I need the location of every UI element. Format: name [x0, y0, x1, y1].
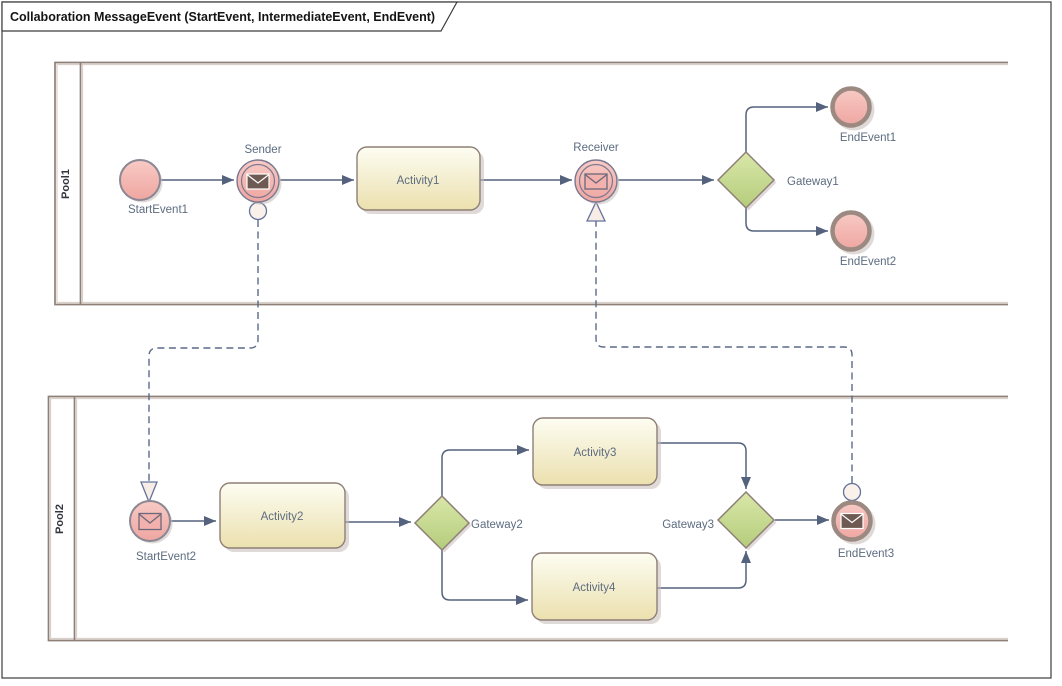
activity-3-node[interactable]: Activity3	[532, 417, 661, 489]
flow-activity3-gateway3[interactable]	[657, 442, 751, 489]
message-source-circle-icon	[842, 482, 862, 502]
end-event-3-label: EndEvent3	[838, 548, 894, 560]
flow-gateway1-endevent2[interactable]	[745, 208, 828, 236]
activity-4-node[interactable]: Activity4	[531, 552, 661, 624]
gateway-3-node[interactable]: Gateway3	[662, 490, 777, 551]
message-flow-endevent3-receiver[interactable]	[585, 200, 862, 502]
message-envelope-outline-icon	[138, 512, 162, 531]
gateway-2-node[interactable]: Gateway2	[413, 494, 523, 553]
gateway-2-label: Gateway2	[471, 519, 523, 531]
flow-gateway2-activity3[interactable]	[441, 445, 529, 496]
message-envelope-filled-icon	[246, 173, 270, 190]
activity-4-label: Activity4	[573, 582, 616, 594]
end-event-3-node[interactable]: EndEvent3	[831, 500, 895, 561]
activity-2-label: Activity2	[261, 511, 304, 523]
start-event-1-label: StartEvent1	[128, 204, 188, 216]
start-event-2-node[interactable]: StartEvent2	[129, 500, 196, 563]
diagram-frame	[1, 1, 1052, 679]
pool1-label: Pool1	[60, 169, 72, 199]
message-envelope-filled-icon	[840, 512, 864, 530]
gateway-3-label: Gateway3	[662, 519, 714, 531]
activity-1-node[interactable]: Activity1	[356, 146, 484, 214]
message-source-circle-icon	[248, 201, 268, 221]
start-event-1-node[interactable]: StartEvent1	[119, 159, 188, 216]
flow-activity4-gateway3[interactable]	[657, 551, 751, 589]
activity-2-node[interactable]: Activity2	[219, 482, 349, 552]
message-target-arrow-icon	[585, 200, 607, 222]
diagram-title-tab	[1, 1, 459, 32]
start-event-2-label: StartEvent2	[136, 551, 196, 563]
message-target-arrow-icon	[140, 481, 158, 504]
flow-gateway2-activity4[interactable]	[441, 550, 528, 605]
sender-node[interactable]: Sender	[236, 144, 282, 205]
activity-1-label: Activity1	[397, 175, 440, 187]
gateway-1-node[interactable]: Gateway1	[716, 150, 839, 211]
flow-gateway1-endevent1[interactable]	[745, 102, 828, 152]
receiver-node[interactable]: Receiver	[573, 142, 620, 205]
pool1[interactable]: Pool1	[54, 61, 1008, 306]
sequence-flows	[160, 102, 829, 605]
diagram-title: Collaboration MessageEvent (StartEvent, …	[10, 10, 435, 24]
end-event-2-node[interactable]: EndEvent2	[830, 210, 897, 269]
end-event-1-node[interactable]: EndEvent1	[830, 86, 897, 145]
message-envelope-outline-icon	[584, 173, 608, 190]
receiver-label: Receiver	[573, 142, 619, 154]
end-event-1-label: EndEvent1	[840, 132, 896, 144]
gateway-1-label: Gateway1	[787, 176, 839, 188]
end-event-2-label: EndEvent2	[840, 256, 896, 268]
pool2[interactable]: Pool2	[47, 395, 1009, 642]
sender-label: Sender	[244, 144, 281, 156]
activity-3-label: Activity3	[574, 447, 617, 459]
pool2-label: Pool2	[54, 504, 66, 534]
